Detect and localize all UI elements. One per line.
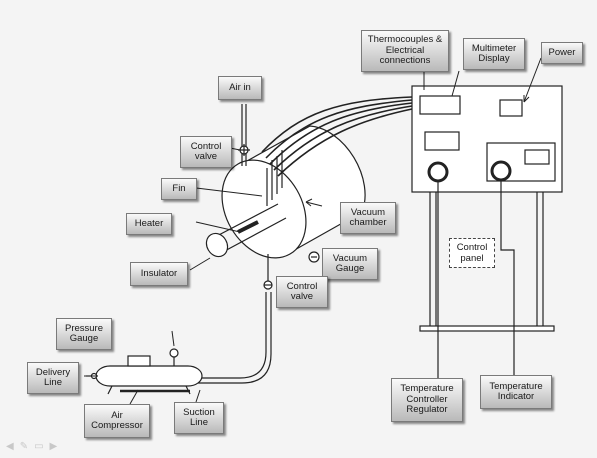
vacuum-chamber-cylinder	[221, 125, 366, 259]
viewer-toolbar: ◀ ✎ ▭ ▶	[6, 441, 57, 452]
label-insulator: Insulator	[130, 262, 188, 286]
heater-rod	[205, 203, 287, 258]
label-power: Power	[541, 42, 583, 64]
label-control-panel: Control panel	[449, 238, 495, 268]
label-multimeter-display: Multimeter Display	[463, 38, 525, 70]
label-heater: Heater	[126, 213, 172, 235]
air-in-pipe	[238, 104, 250, 166]
label-control-valve-top: Control valve	[180, 136, 232, 168]
label-pressure-gauge: Pressure Gauge	[56, 318, 112, 350]
thermocouple-wires	[261, 96, 413, 177]
label-air-compressor: Air Compressor	[84, 404, 150, 438]
label-temperature-indicator: Temperature Indicator	[480, 375, 552, 409]
label-air-in: Air in	[218, 76, 262, 100]
label-temperature-controller: Temperature Controller Regulator	[391, 378, 463, 422]
label-thermocouples: Thermocouples & Electrical connections	[361, 30, 449, 72]
slides-icon[interactable]: ▭	[34, 441, 44, 452]
label-suction-line: Suction Line	[174, 402, 224, 434]
indicator-lead	[500, 180, 515, 375]
fins	[266, 150, 283, 206]
label-delivery-line: Delivery Line	[27, 362, 79, 394]
multimeter-display-screen	[419, 95, 461, 115]
cabinet-window-left	[424, 131, 460, 151]
label-fin: Fin	[161, 178, 197, 200]
back-arrow-icon[interactable]: ◀	[6, 441, 14, 452]
label-vacuum-chamber: Vacuum chamber	[340, 202, 396, 234]
label-vacuum-gauge: Vacuum Gauge	[322, 248, 378, 280]
forward-arrow-icon[interactable]: ▶	[49, 441, 58, 452]
air-compressor-body	[86, 348, 203, 395]
outlet-hose	[198, 254, 273, 384]
indicator-display	[524, 149, 550, 165]
cabinet-stand	[419, 192, 555, 332]
power-display-screen	[499, 99, 523, 117]
pencil-icon[interactable]: ✎	[19, 441, 29, 452]
label-control-valve-bottom: Control valve	[276, 276, 328, 308]
